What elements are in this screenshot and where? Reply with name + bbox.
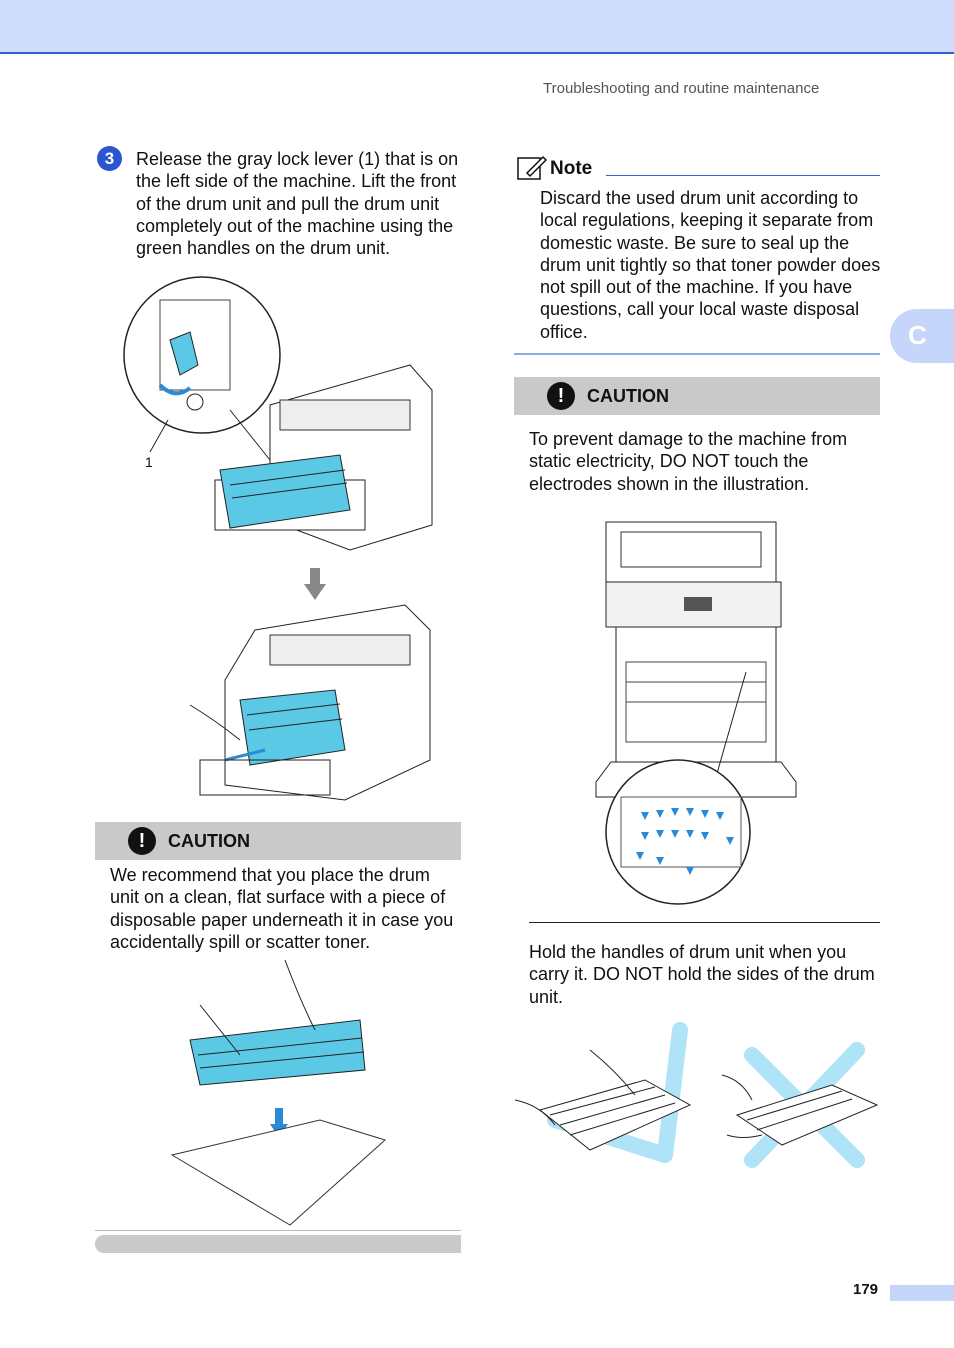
note-top-rule [606, 175, 880, 176]
handles-divider [529, 922, 880, 923]
section-title: Troubleshooting and routine maintenance [543, 80, 820, 97]
note-pencil-icon [517, 155, 548, 180]
caution-bar-right: ! CAUTION [514, 377, 880, 415]
divider [95, 1230, 461, 1231]
caution-label-right: CAUTION [587, 386, 669, 406]
caution-label-left: CAUTION [168, 831, 250, 851]
drum-on-paper-illustration [170, 959, 386, 1226]
caution-end-bar [95, 1235, 461, 1253]
page-number: 179 [853, 1281, 879, 1298]
lock-lever-illustration [123, 276, 433, 551]
step-number-badge: 3 [97, 146, 122, 171]
note-bottom-rule [514, 353, 880, 355]
note-text: Discard the used drum unit according to … [540, 188, 881, 342]
chapter-tab: C [890, 309, 954, 363]
step-instruction-text: Release the gray lock lever (1) that is … [136, 149, 459, 259]
exclamation-icon: ! [128, 827, 156, 855]
chapter-tab-letter: C [908, 320, 927, 350]
header-band [0, 0, 954, 54]
caution-text-left: We recommend that you place the drum uni… [110, 865, 454, 952]
down-arrow-icon [304, 568, 326, 600]
note-title: Note [550, 158, 593, 179]
callout-label: 1 [145, 454, 153, 470]
drum-removal-illustration [189, 604, 431, 801]
correct-handling-illustration [514, 1022, 692, 1163]
handles-text: Hold the handles of drum unit when you c… [529, 942, 875, 1007]
caution-text-right: To prevent damage to the machine from st… [529, 429, 848, 494]
incorrect-handling-illustration [721, 1042, 879, 1168]
electrodes-illustration [595, 521, 797, 905]
caution-bar-left: ! CAUTION [95, 822, 461, 860]
exclamation-icon: ! [547, 382, 575, 410]
page-number-tab [890, 1285, 954, 1301]
